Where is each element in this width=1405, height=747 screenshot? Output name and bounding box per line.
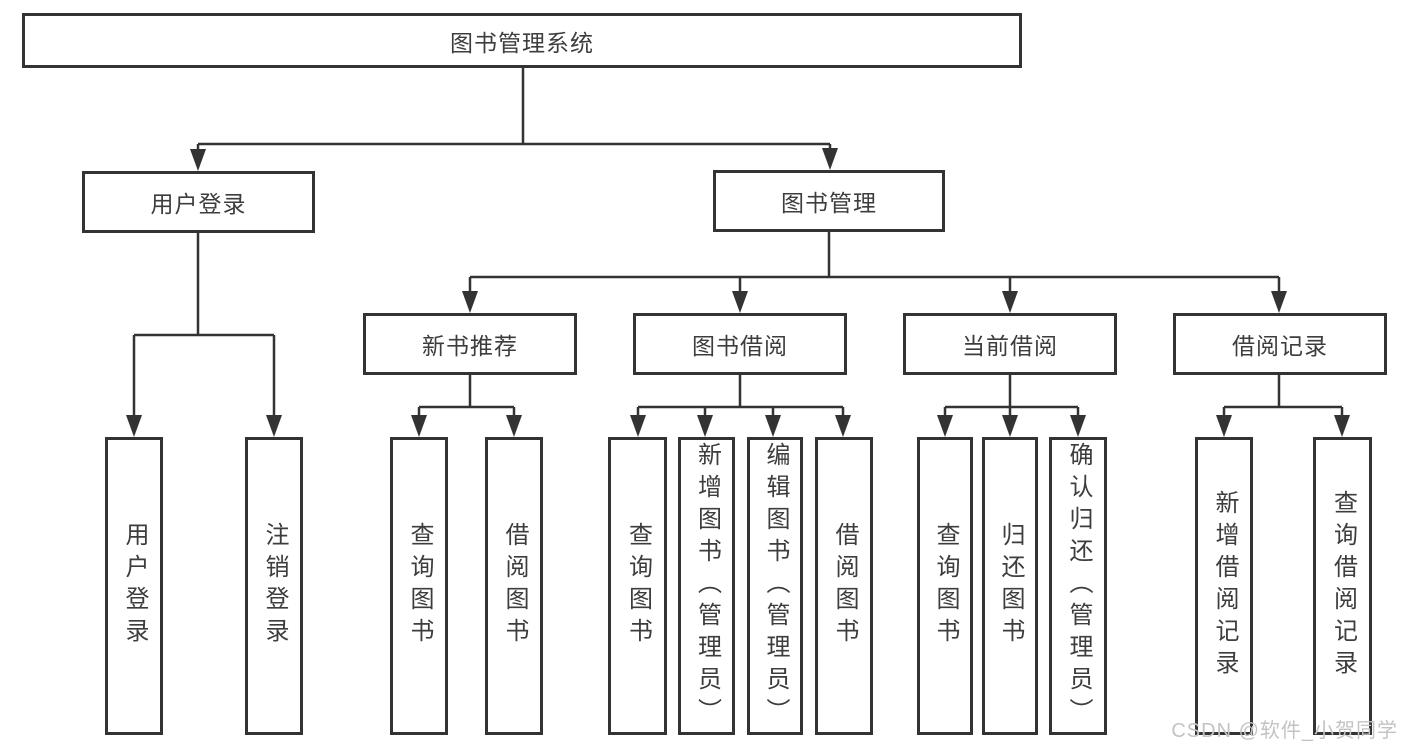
node-book-borrowing: 图书借阅 — [633, 313, 847, 375]
node-current-borrowing-label: 当前借阅 — [962, 333, 1058, 359]
watermark: CSDN @软件_小贺同学 — [1171, 720, 1398, 742]
leaf-confirm-return-admin-label: 确认归还（管理员） — [1065, 442, 1092, 730]
node-borrowing-records: 借阅记录 — [1173, 313, 1387, 375]
leaf-query-borrow-record: 查询借阅记录 — [1313, 437, 1372, 735]
arrowheads — [126, 148, 1350, 437]
leaf-add-borrow-record-label: 新增借阅记录 — [1211, 490, 1238, 682]
node-user-login: 用户登录 — [82, 171, 315, 233]
leaf-query-books-borrowing-label: 查询图书 — [624, 522, 652, 650]
leaf-confirm-return-admin: 确认归还（管理员） — [1049, 437, 1107, 735]
node-new-book-recommendation: 新书推荐 — [363, 313, 577, 375]
leaf-borrow-books-borrowing-label: 借阅图书 — [831, 522, 858, 650]
node-root: 图书管理系统 — [22, 13, 1022, 68]
node-book-management-label: 图书管理 — [781, 190, 877, 216]
leaf-add-book-admin-label: 新增图书（管理员） — [693, 442, 721, 730]
leaf-user-login: 用户登录 — [105, 437, 163, 735]
leaf-query-books-current: 查询图书 — [917, 437, 973, 735]
leaf-query-books-borrowing: 查询图书 — [608, 437, 667, 735]
node-new-book-recommendation-label: 新书推荐 — [422, 333, 518, 359]
leaf-logout: 注销登录 — [245, 437, 303, 735]
leaf-borrow-books-recommend: 借阅图书 — [485, 437, 543, 735]
node-root-label: 图书管理系统 — [450, 29, 594, 56]
leaf-logout-label: 注销登录 — [261, 522, 288, 650]
leaf-return-books: 归还图书 — [982, 437, 1038, 735]
leaf-borrow-books-recommend-label: 借阅图书 — [501, 522, 528, 650]
leaf-add-borrow-record: 新增借阅记录 — [1195, 437, 1253, 735]
leaf-user-login-label: 用户登录 — [121, 522, 148, 650]
leaf-edit-book-admin-label: 编辑图书（管理员） — [762, 442, 789, 730]
leaf-borrow-books-borrowing: 借阅图书 — [815, 437, 873, 735]
leaf-query-books-current-label: 查询图书 — [932, 522, 959, 650]
leaf-edit-book-admin: 编辑图书（管理员） — [747, 437, 803, 735]
node-current-borrowing: 当前借阅 — [903, 313, 1117, 375]
leaf-return-books-label: 归还图书 — [997, 522, 1024, 650]
node-book-management: 图书管理 — [713, 170, 945, 232]
node-book-borrowing-label: 图书借阅 — [692, 333, 788, 359]
leaf-query-borrow-record-label: 查询借阅记录 — [1329, 490, 1357, 682]
node-user-login-label: 用户登录 — [150, 191, 247, 217]
leaf-add-book-admin: 新增图书（管理员） — [678, 437, 735, 735]
leaf-query-books-recommend: 查询图书 — [390, 437, 448, 735]
leaf-query-books-recommend-label: 查询图书 — [406, 522, 433, 650]
node-borrowing-records-label: 借阅记录 — [1232, 333, 1328, 359]
